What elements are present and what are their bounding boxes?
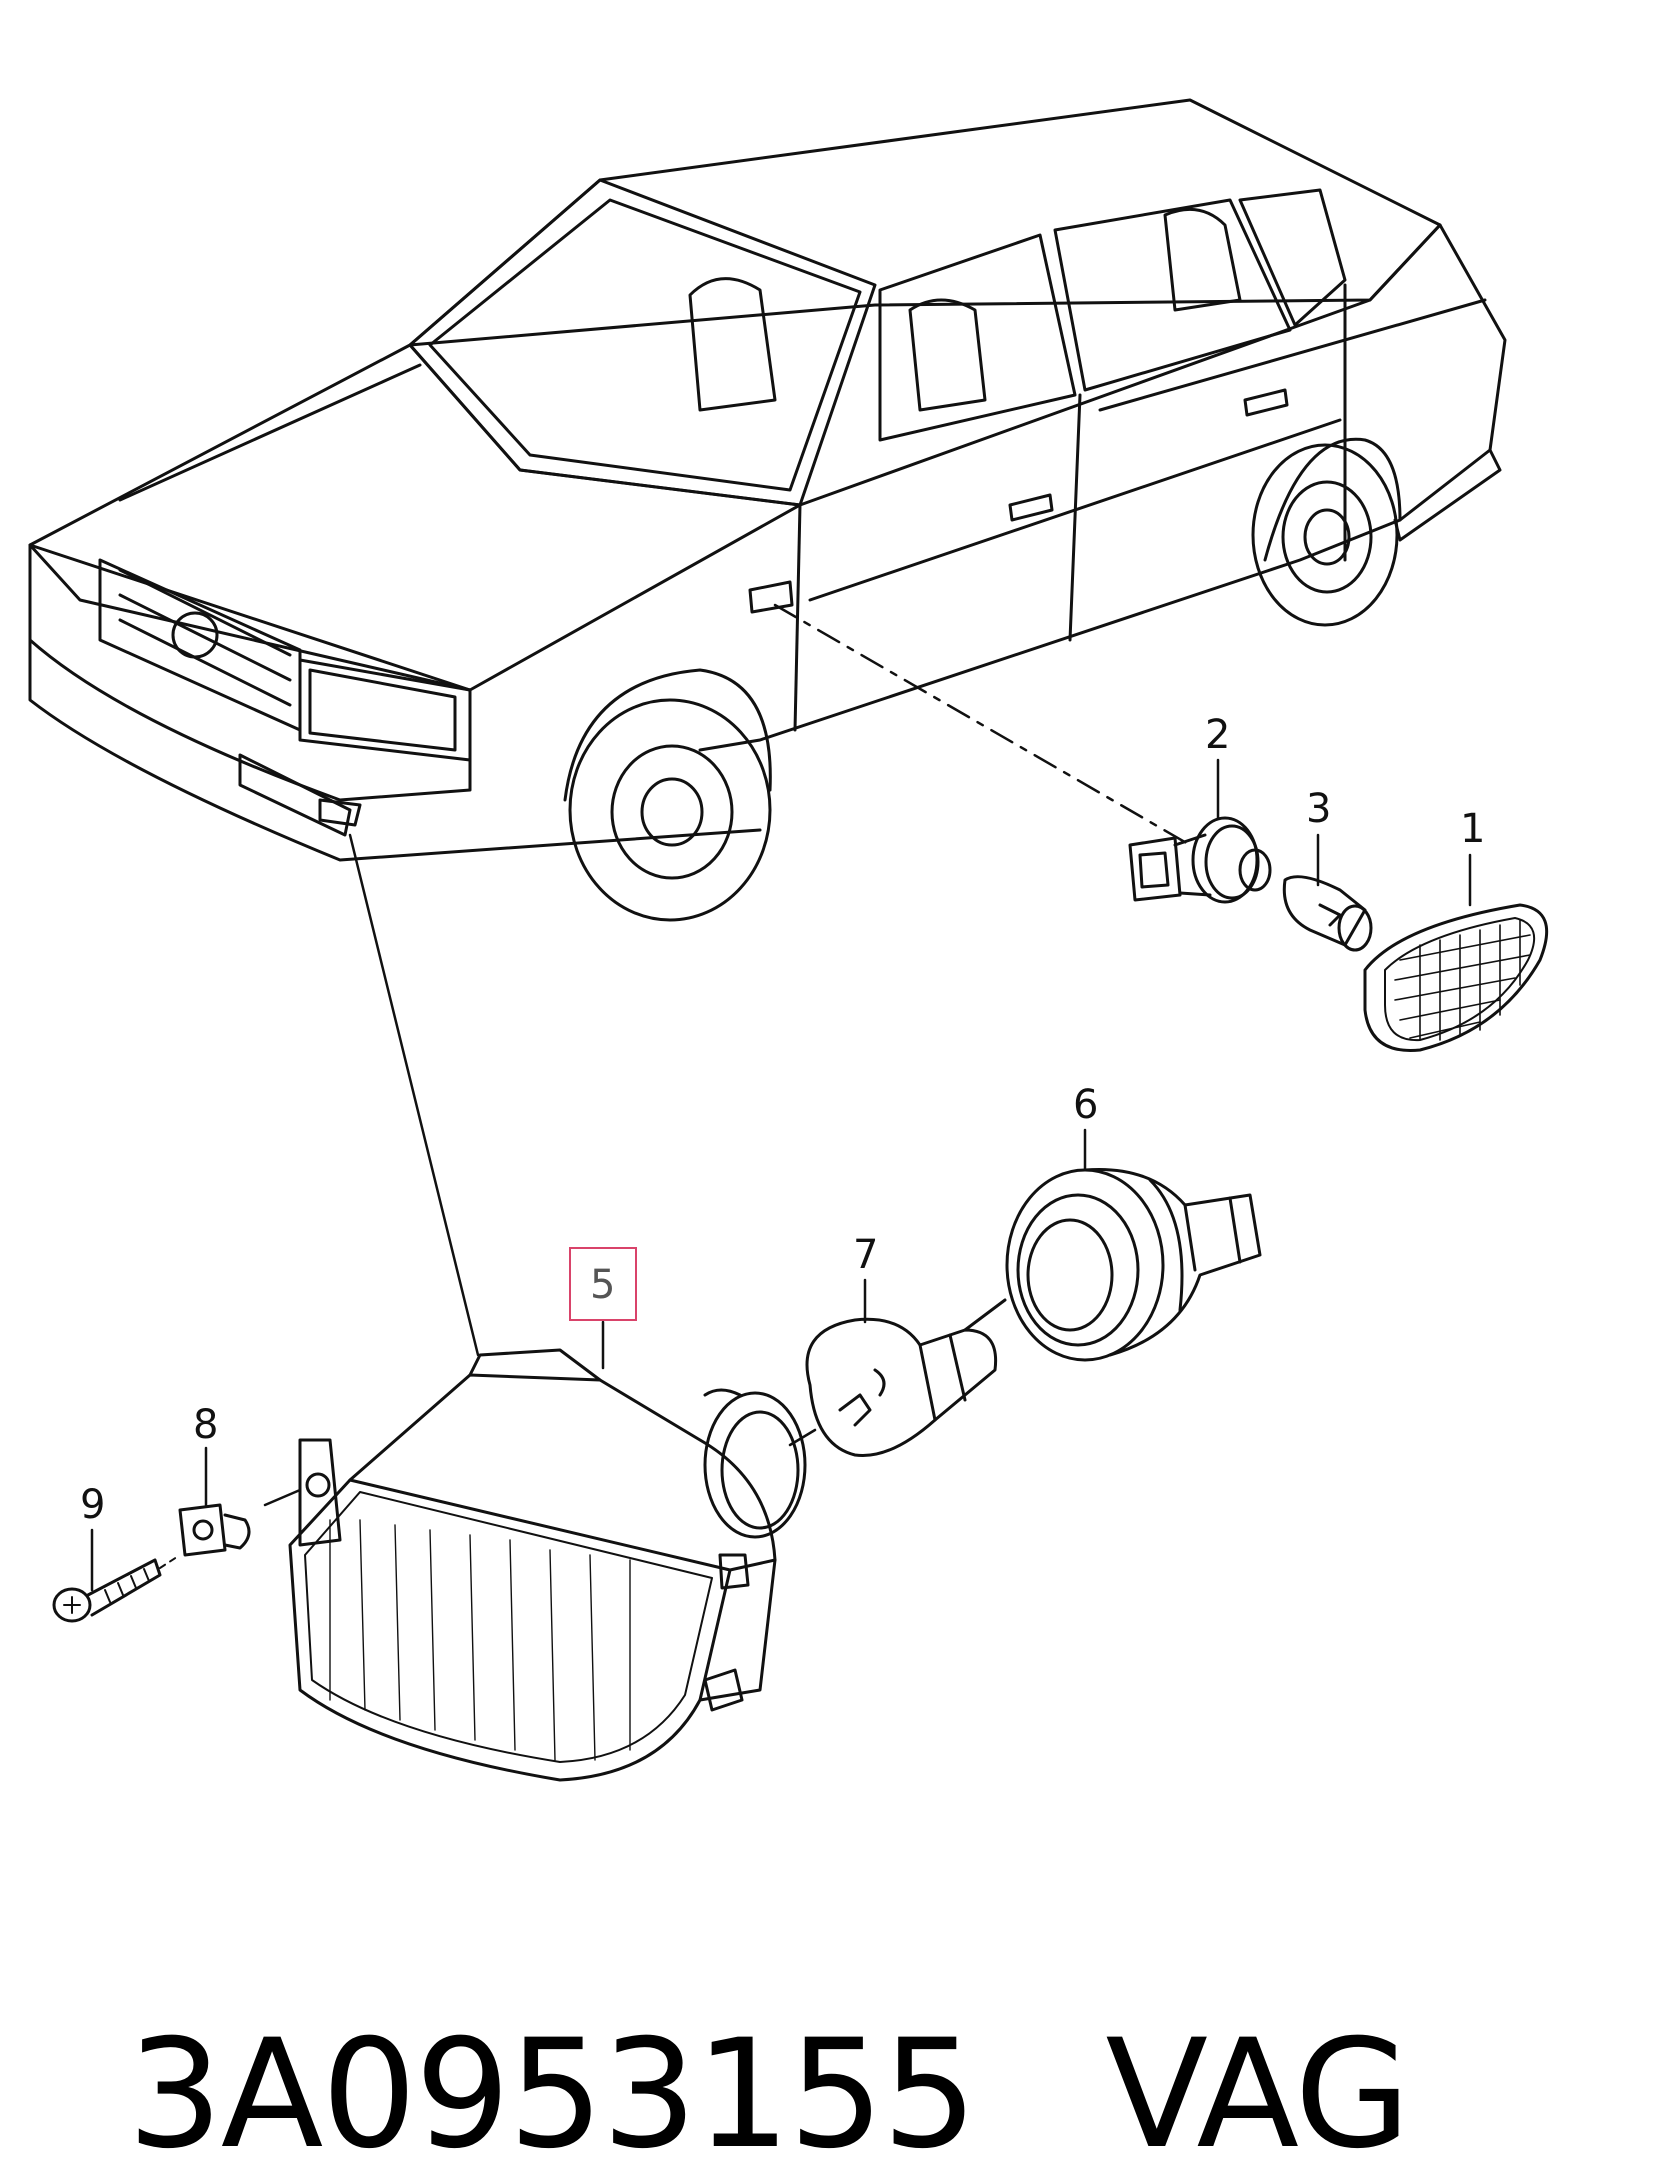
callout-7: 7 bbox=[853, 1232, 878, 1278]
side-marker-lens-part-1 bbox=[1363, 903, 1549, 1052]
callout-9: 9 bbox=[80, 1482, 105, 1528]
callout-3: 3 bbox=[1306, 786, 1331, 832]
bulb-part-3 bbox=[1282, 875, 1373, 952]
bulb-holder-part-6 bbox=[1005, 1167, 1262, 1362]
socket-part-2 bbox=[1128, 816, 1272, 904]
leader-dashed-side-marker bbox=[773, 603, 1192, 847]
part-number: 3A0953155 bbox=[127, 2008, 977, 2182]
callout-5-highlight-box bbox=[569, 1247, 637, 1321]
callout-2: 2 bbox=[1205, 712, 1230, 758]
callout-8: 8 bbox=[193, 1402, 218, 1448]
brand-name: VAG bbox=[1105, 2008, 1410, 2182]
callout-5: 5 bbox=[590, 1262, 615, 1308]
callout-6: 6 bbox=[1073, 1082, 1098, 1128]
bulb-part-7 bbox=[805, 1298, 1007, 1458]
car-illustration bbox=[28, 98, 1507, 922]
screw-part-9 bbox=[52, 1554, 181, 1623]
clip-nut-part-8 bbox=[178, 1503, 251, 1557]
callout-1: 1 bbox=[1460, 806, 1485, 852]
part-label-footer: 3A0953155 VAG bbox=[36, 1870, 1410, 2182]
turn-signal-housing-part-5 bbox=[263, 1348, 817, 1782]
leader-turn-signal bbox=[348, 833, 480, 1357]
